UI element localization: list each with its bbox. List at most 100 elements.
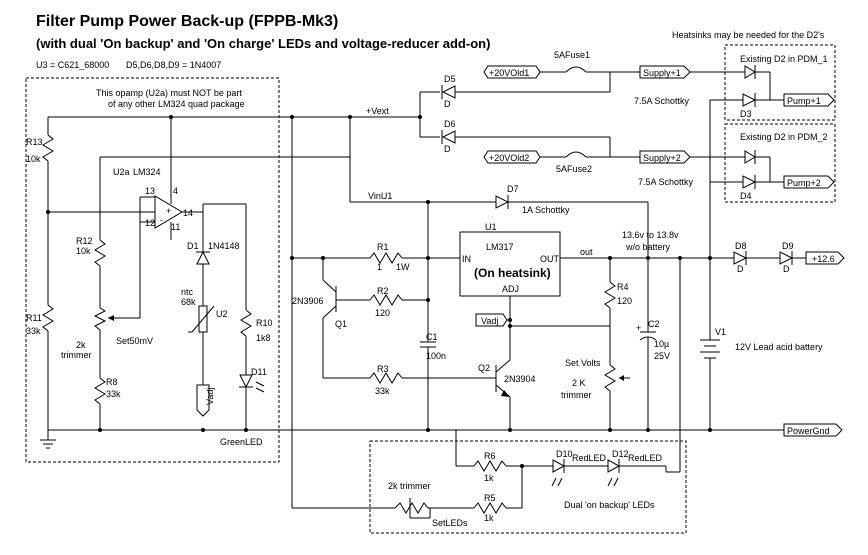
fuse1-symbol xyxy=(565,66,587,73)
transistor-q2: Q2 2N3904 xyxy=(478,359,536,430)
trimmer-2 xyxy=(604,364,616,392)
subtitle: (with dual 'On backup' and 'On charge' L… xyxy=(36,36,490,51)
svg-text:trimmer: trimmer xyxy=(61,350,92,360)
existing1-label: Existing D2 in PDM_1 xyxy=(740,54,828,64)
svg-text:LM317: LM317 xyxy=(486,242,514,252)
svg-text:+: + xyxy=(636,323,641,333)
svg-text:10µ: 10µ xyxy=(654,339,669,349)
supply1-label: Supply+1 xyxy=(643,68,681,78)
svg-text:Q2: Q2 xyxy=(478,363,490,373)
svg-text:R8: R8 xyxy=(106,377,118,387)
diode-d3: D3 7.5A Schottky Pump+1 xyxy=(634,93,835,119)
svg-text:D4: D4 xyxy=(740,191,752,201)
svg-text:D1: D1 xyxy=(187,241,199,251)
svg-text:D: D xyxy=(783,264,790,274)
vinu1-label: VinU1 xyxy=(368,191,392,201)
svg-text:C2: C2 xyxy=(648,319,660,329)
supply2-label: Supply+2 xyxy=(643,153,681,163)
svg-text:1A Schottky: 1A Schottky xyxy=(522,205,570,215)
opamp-note-2: of any other LM324 quad package xyxy=(108,99,245,109)
input-path-2: +20VOld2 5AFuse2 Supply+2 Existing D2 in… xyxy=(455,132,828,182)
svg-text:R1: R1 xyxy=(377,242,389,252)
opamp-note-1: This opamp (U2a) must NOT be part xyxy=(96,88,242,98)
ground-symbol xyxy=(40,439,56,449)
vadj-port-left xyxy=(196,384,210,417)
svg-text:V1: V1 xyxy=(715,327,726,337)
svg-text:120: 120 xyxy=(375,308,390,318)
svg-text:R2: R2 xyxy=(377,286,389,296)
svg-text:1N4148: 1N4148 xyxy=(208,241,240,251)
svg-text:68k: 68k xyxy=(181,297,196,307)
svg-text:R4: R4 xyxy=(617,282,629,292)
supply2-port xyxy=(639,150,691,164)
in2-label: +20VOld2 xyxy=(489,153,529,163)
svg-text:R3: R3 xyxy=(377,364,389,374)
svg-text:33k: 33k xyxy=(26,326,41,336)
led-d12: D12 RedLED xyxy=(607,449,666,487)
pdm1-box xyxy=(724,44,836,121)
svg-text:R11: R11 xyxy=(26,313,42,323)
pdm2-box xyxy=(724,123,836,203)
svg-text:R6: R6 xyxy=(484,451,496,461)
svg-text:25V: 25V xyxy=(654,351,670,361)
fuse2-label: 5AFuse2 xyxy=(556,164,592,174)
svg-text:LM324: LM324 xyxy=(133,167,161,177)
svg-text:1: 1 xyxy=(377,262,382,272)
plus12-label: +12.6 xyxy=(812,254,835,264)
svg-text:D3: D3 xyxy=(740,109,752,119)
svg-text:12: 12 xyxy=(145,218,155,228)
svg-text:1k: 1k xyxy=(484,513,494,523)
svg-text:2k: 2k xyxy=(76,340,86,350)
pump2-port xyxy=(783,175,835,189)
range-label-1: 13.6v to 13.8v xyxy=(622,230,679,240)
out-label: out xyxy=(580,247,593,257)
svg-text:1k8: 1k8 xyxy=(256,333,271,343)
transistor-q1: 2N3906 Q1 xyxy=(292,258,347,378)
svg-text:R13: R13 xyxy=(26,137,43,147)
opamp-box xyxy=(25,77,280,463)
svg-text:(On heatsink): (On heatsink) xyxy=(474,266,551,280)
diode-d5: D5 D xyxy=(420,74,456,109)
svg-text:D5: D5 xyxy=(444,74,456,84)
powergnd-port xyxy=(783,423,843,437)
input-path-1: +20VOld1 5AFuse1 Supply+1 Existing D2 in… xyxy=(455,50,828,100)
ntc-u2: ntc 68k U2 xyxy=(181,287,228,385)
fuse2-symbol xyxy=(565,151,587,158)
svg-text:IN: IN xyxy=(462,254,471,264)
in1-label: +20VOld1 xyxy=(489,68,529,78)
diode-note: D5,D6,D8,D9 = 1N4007 xyxy=(126,60,221,70)
set50mv-label: Set50mV xyxy=(116,336,153,346)
svg-text:11: 11 xyxy=(171,222,180,232)
supply1-port xyxy=(639,65,691,79)
pump1-port xyxy=(783,93,835,107)
powergnd-label: PowerGnd xyxy=(787,426,830,436)
diode-d8: D8 D xyxy=(733,241,780,274)
svg-text:2N3906: 2N3906 xyxy=(292,296,324,306)
svg-text:D: D xyxy=(737,264,744,274)
svg-text:C1: C1 xyxy=(426,332,438,342)
trimmer-1 xyxy=(93,307,107,331)
svg-text:D: D xyxy=(444,144,451,154)
u3-note: U3 = C621_68000 xyxy=(36,60,109,70)
diode-d1: D1 1N4148 xyxy=(187,212,240,306)
plus12-port xyxy=(805,251,845,265)
svg-text:D8: D8 xyxy=(735,241,747,251)
battery-label: 12V Lead acid battery xyxy=(735,342,823,352)
setleds-label: SetLEDs xyxy=(432,518,468,528)
svg-text:ADJ: ADJ xyxy=(502,284,519,294)
svg-text:D7: D7 xyxy=(507,184,519,194)
trimmer3-label: 2k trimmer xyxy=(388,481,431,491)
svg-text:D9: D9 xyxy=(782,241,794,251)
diode-d4: D4 7.5A Schottky Pump+2 xyxy=(638,175,835,201)
svg-text:ntc: ntc xyxy=(181,287,194,297)
svg-text:1W: 1W xyxy=(396,262,410,272)
diode-d7: D7 1A Schottky xyxy=(495,184,570,215)
svg-text:Vadj: Vadj xyxy=(205,388,215,405)
svg-text:2N3904: 2N3904 xyxy=(504,374,536,384)
diode-d6: D6 D xyxy=(420,119,456,154)
svg-text:trimmer: trimmer xyxy=(561,390,592,400)
svg-text:-: - xyxy=(160,215,163,225)
svg-text:U2: U2 xyxy=(216,309,228,319)
schottky2-label: 7.5A Schottky xyxy=(638,177,694,187)
